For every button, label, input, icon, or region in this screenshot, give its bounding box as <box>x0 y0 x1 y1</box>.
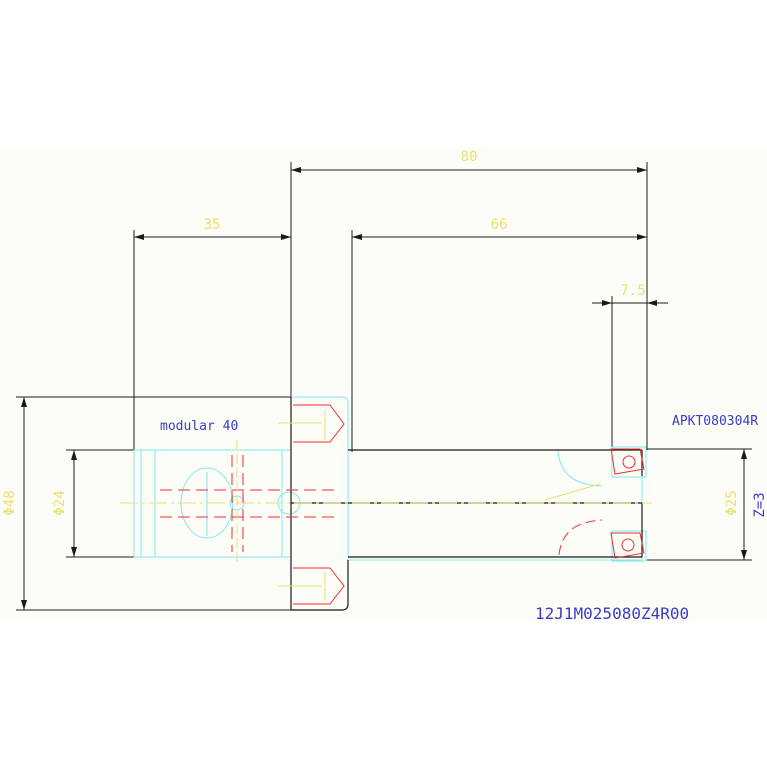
dimension-66-text: 66 <box>491 217 508 233</box>
dimension-7-5: 7.5 <box>592 283 668 452</box>
insert-label: APKT080304R <box>672 414 758 429</box>
teeth-label: Z=3 <box>752 492 767 517</box>
dimension-dia-48: Φ48 <box>2 396 291 611</box>
dimension-dia-48-text: Φ48 <box>2 490 18 515</box>
dimension-66: 66 <box>351 217 647 452</box>
dimension-dia-24-text: Φ24 <box>52 490 68 515</box>
part-number: 12J1M025080Z4R00 <box>535 604 689 623</box>
drawing-sheet <box>0 148 767 620</box>
centerlines <box>120 410 652 600</box>
dimension-dia-25-text: Φ25 <box>724 490 740 515</box>
hidden-features <box>160 404 645 605</box>
dimension-80: 80 <box>290 149 648 450</box>
dimension-7-5-text: 7.5 <box>620 283 645 299</box>
dimension-35-text: 35 <box>204 217 221 233</box>
adapter-label: modular 40 <box>160 419 238 434</box>
dimension-dia-25: Φ25 <box>647 448 752 561</box>
dimension-35: 35 <box>133 217 291 452</box>
tool-body-edges <box>290 397 643 611</box>
dimension-80-text: 80 <box>461 149 478 165</box>
